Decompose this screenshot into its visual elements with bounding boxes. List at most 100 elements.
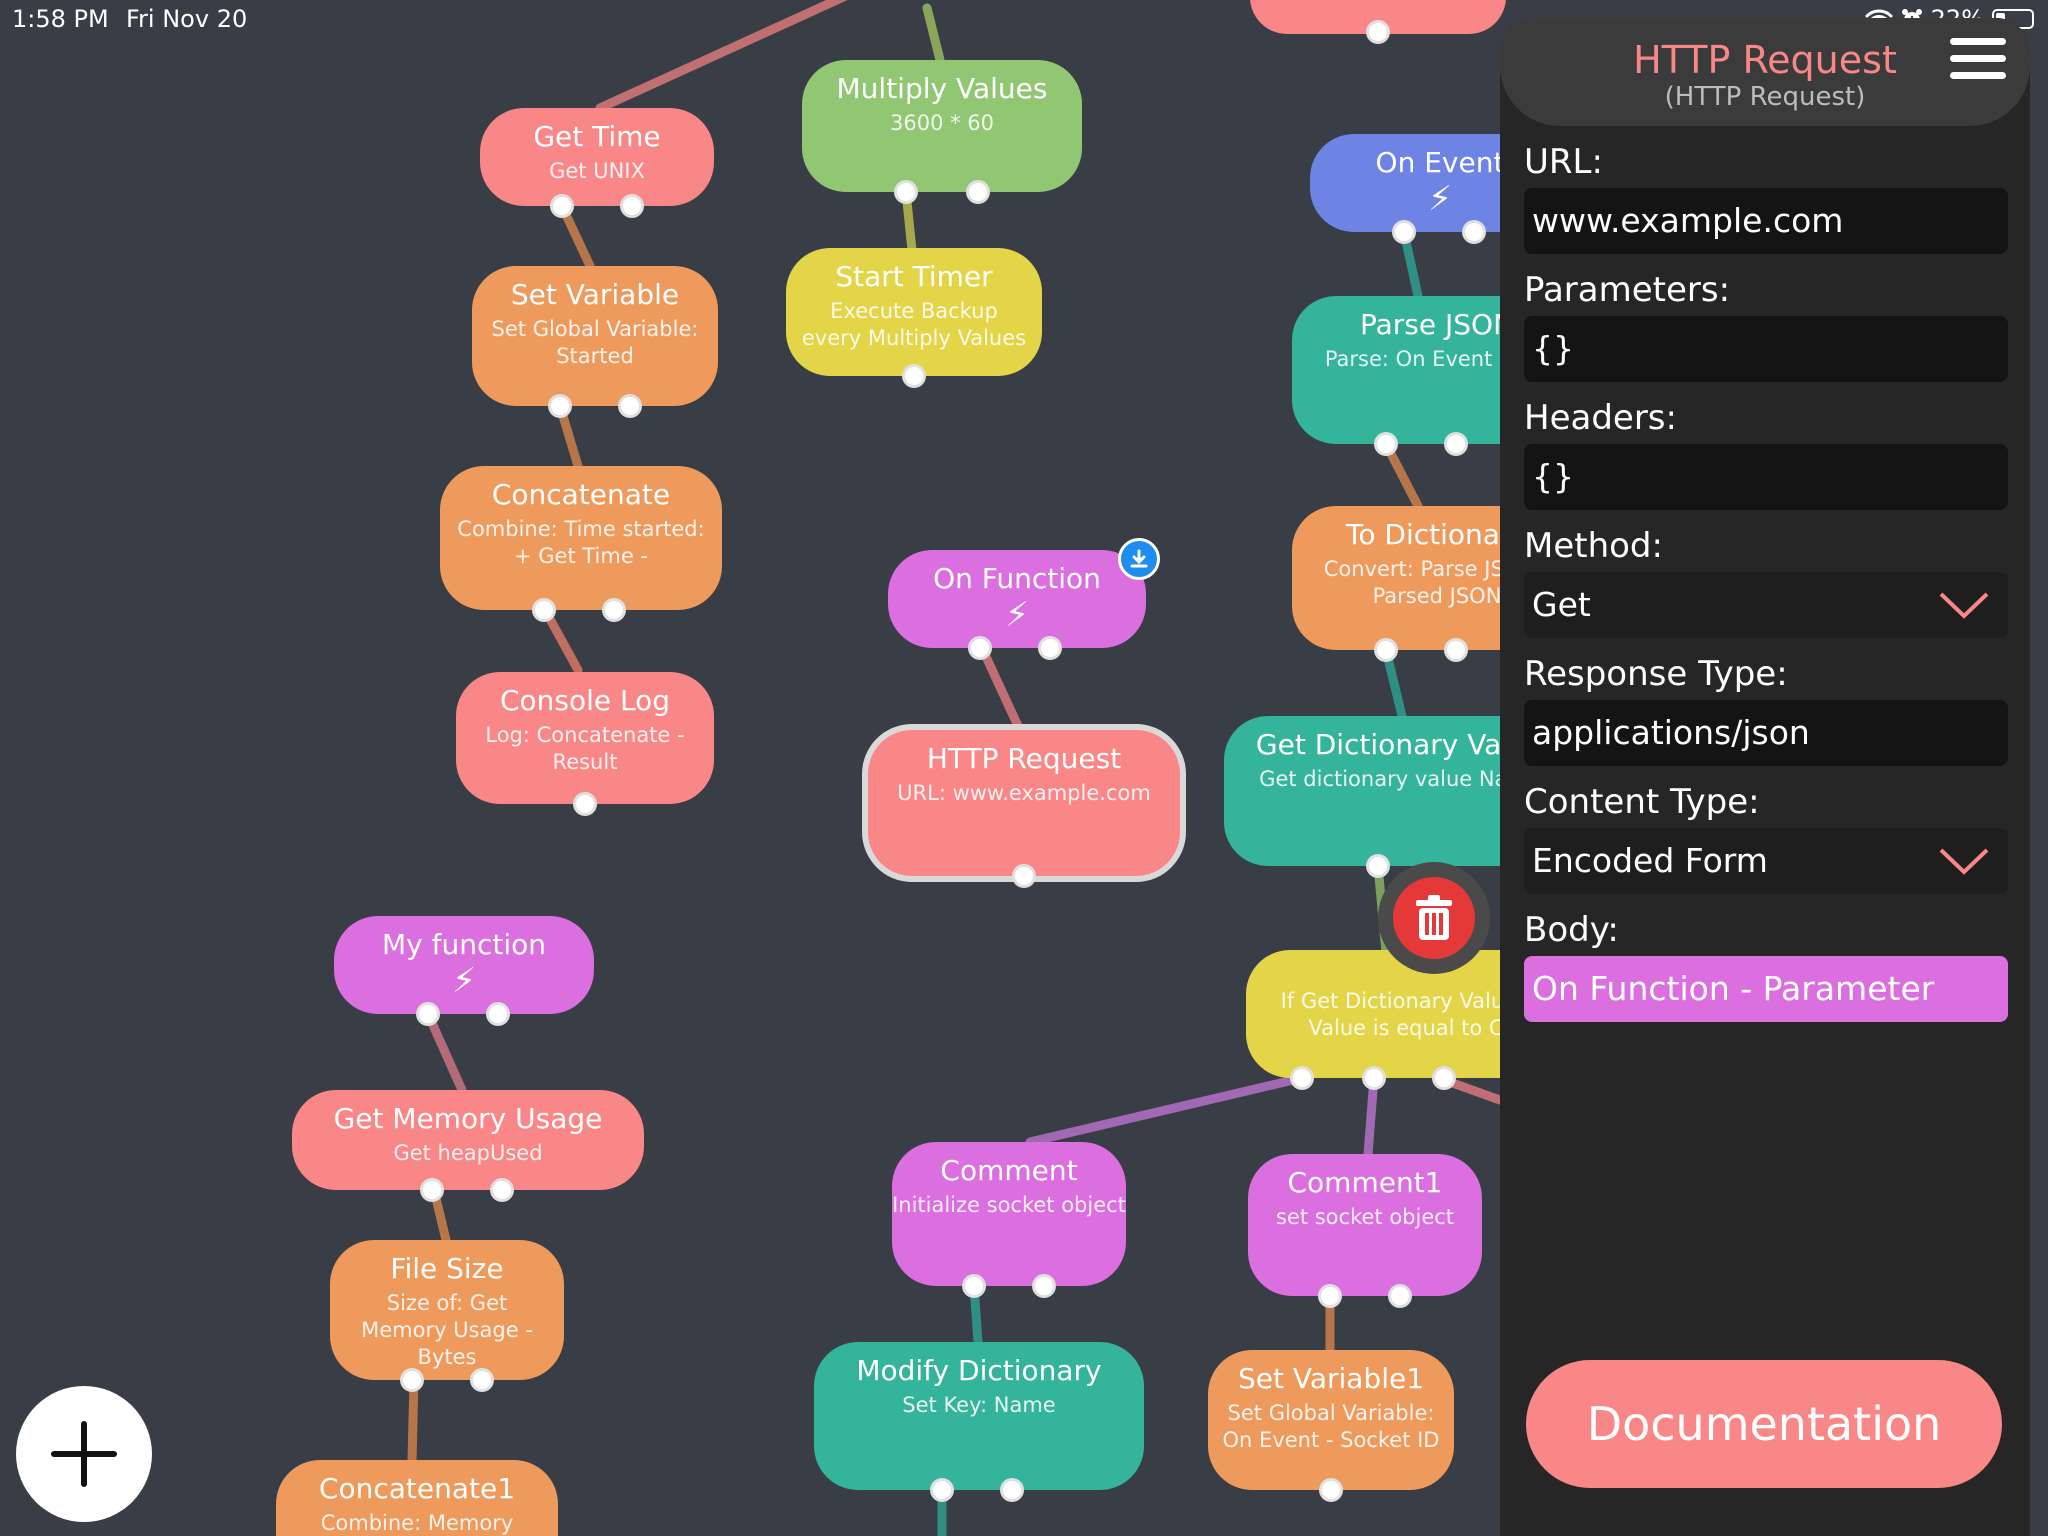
output-port[interactable] bbox=[1000, 1478, 1024, 1502]
trash-icon bbox=[1393, 877, 1475, 959]
node-console-log[interactable]: Console Log Log: Concatenate - Result bbox=[456, 672, 714, 816]
documentation-button[interactable]: Documentation bbox=[1526, 1360, 2002, 1488]
output-port[interactable] bbox=[400, 1368, 424, 1392]
wire bbox=[423, 1009, 467, 1095]
output-port[interactable] bbox=[1032, 1274, 1056, 1298]
node-title: Get Memory Usage bbox=[333, 1102, 603, 1135]
node-subtitle: Size of: Get Memory Usage - Bytes bbox=[361, 1291, 533, 1369]
node-title: On Function bbox=[933, 562, 1101, 595]
node-comment[interactable]: Comment Initialize socket object bbox=[892, 1142, 1126, 1298]
node-get-memory-usage[interactable]: Get Memory Usage Get heapUsed bbox=[292, 1090, 644, 1202]
node-set-variable[interactable]: Set Variable Set Global Variable: Starte… bbox=[472, 266, 718, 418]
output-port[interactable] bbox=[573, 792, 597, 816]
node-get-time[interactable]: Get Time Get UNIX bbox=[480, 108, 714, 218]
output-port[interactable] bbox=[490, 1178, 514, 1202]
output-port[interactable] bbox=[1362, 1066, 1386, 1090]
node-subtitle: 3600 * 60 bbox=[889, 111, 994, 135]
response-type-field[interactable]: applications/json bbox=[1524, 700, 2008, 766]
node-subtitle: Combine: Memory bbox=[320, 1511, 514, 1535]
node-concatenate[interactable]: Concatenate Combine: Time started: + Get… bbox=[440, 466, 722, 622]
node-set-variable1[interactable]: Set Variable1 Set Global Variable: On Ev… bbox=[1208, 1350, 1454, 1502]
node-my-function[interactable]: My function ⚡︎ bbox=[334, 916, 594, 1026]
node-title: Modify Dictionary bbox=[856, 1354, 1102, 1387]
output-port[interactable] bbox=[894, 180, 918, 204]
download-icon[interactable] bbox=[1118, 538, 1160, 580]
output-port[interactable] bbox=[1318, 1284, 1342, 1308]
node-subtitle: If Get Dictionary Value - Value is equal… bbox=[1280, 989, 1532, 1040]
node-subtitle: Get heapUsed bbox=[393, 1141, 543, 1165]
output-port[interactable] bbox=[1444, 432, 1468, 456]
node-title: Multiply Values bbox=[836, 72, 1048, 105]
output-port[interactable] bbox=[486, 1002, 510, 1026]
output-port[interactable] bbox=[1392, 220, 1416, 244]
delete-node-button[interactable] bbox=[1378, 862, 1490, 974]
output-port[interactable] bbox=[962, 1274, 986, 1298]
node-modify-dictionary[interactable]: Modify Dictionary Set Key: Name bbox=[814, 1342, 1144, 1502]
output-port[interactable] bbox=[1366, 20, 1390, 44]
content-type-dropdown[interactable]: Encoded Form bbox=[1524, 828, 2008, 894]
output-port[interactable] bbox=[420, 1178, 444, 1202]
output-port[interactable] bbox=[966, 180, 990, 204]
lightning-icon: ⚡︎ bbox=[1005, 595, 1029, 635]
lightning-icon: ⚡︎ bbox=[1428, 179, 1452, 219]
url-field[interactable]: www.example.com bbox=[1524, 188, 2008, 254]
node-file-size[interactable]: File Size Size of: Get Memory Usage - By… bbox=[330, 1240, 564, 1392]
panel-header: HTTP Request (HTTP Request) bbox=[1500, 18, 2030, 126]
output-port[interactable] bbox=[1432, 1066, 1456, 1090]
hamburger-menu-icon[interactable] bbox=[1950, 38, 2006, 84]
method-dropdown[interactable]: Get bbox=[1524, 572, 2008, 638]
wire bbox=[1025, 1073, 1307, 1147]
node-concatenate1[interactable]: Concatenate1 Combine: Memory bbox=[276, 1460, 558, 1536]
body-label: Body: bbox=[1524, 910, 1619, 950]
node-title: Start Timer bbox=[835, 260, 993, 293]
output-port[interactable] bbox=[550, 194, 574, 218]
parameters-label: Parameters: bbox=[1524, 270, 1731, 310]
node-title: Concatenate1 bbox=[318, 1472, 516, 1505]
output-port[interactable] bbox=[1012, 864, 1036, 888]
output-port[interactable] bbox=[532, 598, 556, 622]
output-port[interactable] bbox=[930, 1478, 954, 1502]
node-subtitle: Set Key: Name bbox=[902, 1393, 1056, 1417]
method-value: Get bbox=[1532, 585, 1591, 624]
node-title: Comment1 bbox=[1287, 1166, 1443, 1199]
node-multiply-values[interactable]: Multiply Values 3600 * 60 bbox=[802, 60, 1082, 204]
wire bbox=[1363, 1073, 1379, 1159]
output-port[interactable] bbox=[1462, 220, 1486, 244]
output-port[interactable] bbox=[620, 194, 644, 218]
output-port[interactable] bbox=[902, 364, 926, 388]
node-subtitle: Log: Concatenate - Result bbox=[485, 723, 685, 774]
node-title: Get Dictionary Value bbox=[1255, 728, 1545, 761]
node-title: My function bbox=[381, 928, 546, 961]
output-port[interactable] bbox=[1388, 1284, 1412, 1308]
output-port[interactable] bbox=[968, 636, 992, 660]
content-type-value: Encoded Form bbox=[1532, 841, 1768, 880]
node-comment1[interactable]: Comment1 set socket object bbox=[1248, 1154, 1482, 1308]
output-port[interactable] bbox=[470, 1368, 494, 1392]
parameters-field[interactable]: {} bbox=[1524, 316, 2008, 382]
output-port[interactable] bbox=[1366, 854, 1390, 878]
output-port[interactable] bbox=[1038, 636, 1062, 660]
headers-field[interactable]: {} bbox=[1524, 444, 2008, 510]
panel-title: HTTP Request bbox=[1633, 38, 1897, 82]
node-title: Parse JSON bbox=[1359, 308, 1515, 341]
output-port[interactable] bbox=[1319, 1478, 1343, 1502]
output-port[interactable] bbox=[602, 598, 626, 622]
output-port[interactable] bbox=[618, 394, 642, 418]
node-subtitle: URL: www.example.com bbox=[897, 781, 1151, 805]
node-subtitle: Initialize socket object bbox=[892, 1193, 1126, 1217]
node-http-request[interactable]: HTTP Request URL: www.example.com bbox=[868, 730, 1180, 888]
node-partial-top[interactable] bbox=[1250, 0, 1506, 44]
output-port[interactable] bbox=[548, 394, 572, 418]
body-field[interactable]: On Function - Parameter bbox=[1524, 956, 2008, 1022]
node-start-timer[interactable]: Start Timer Execute Backup every Multipl… bbox=[786, 248, 1042, 388]
output-port[interactable] bbox=[1374, 638, 1398, 662]
output-port[interactable] bbox=[1290, 1066, 1314, 1090]
node-subtitle: Set Global Variable: Started bbox=[491, 317, 699, 368]
output-port[interactable] bbox=[1444, 638, 1468, 662]
output-port[interactable] bbox=[1374, 432, 1398, 456]
output-port[interactable] bbox=[416, 1002, 440, 1026]
add-node-button[interactable] bbox=[16, 1386, 152, 1522]
node-subtitle: Set Global Variable: On Event - Socket I… bbox=[1222, 1401, 1440, 1452]
node-on-function[interactable]: On Function ⚡︎ bbox=[888, 550, 1146, 660]
